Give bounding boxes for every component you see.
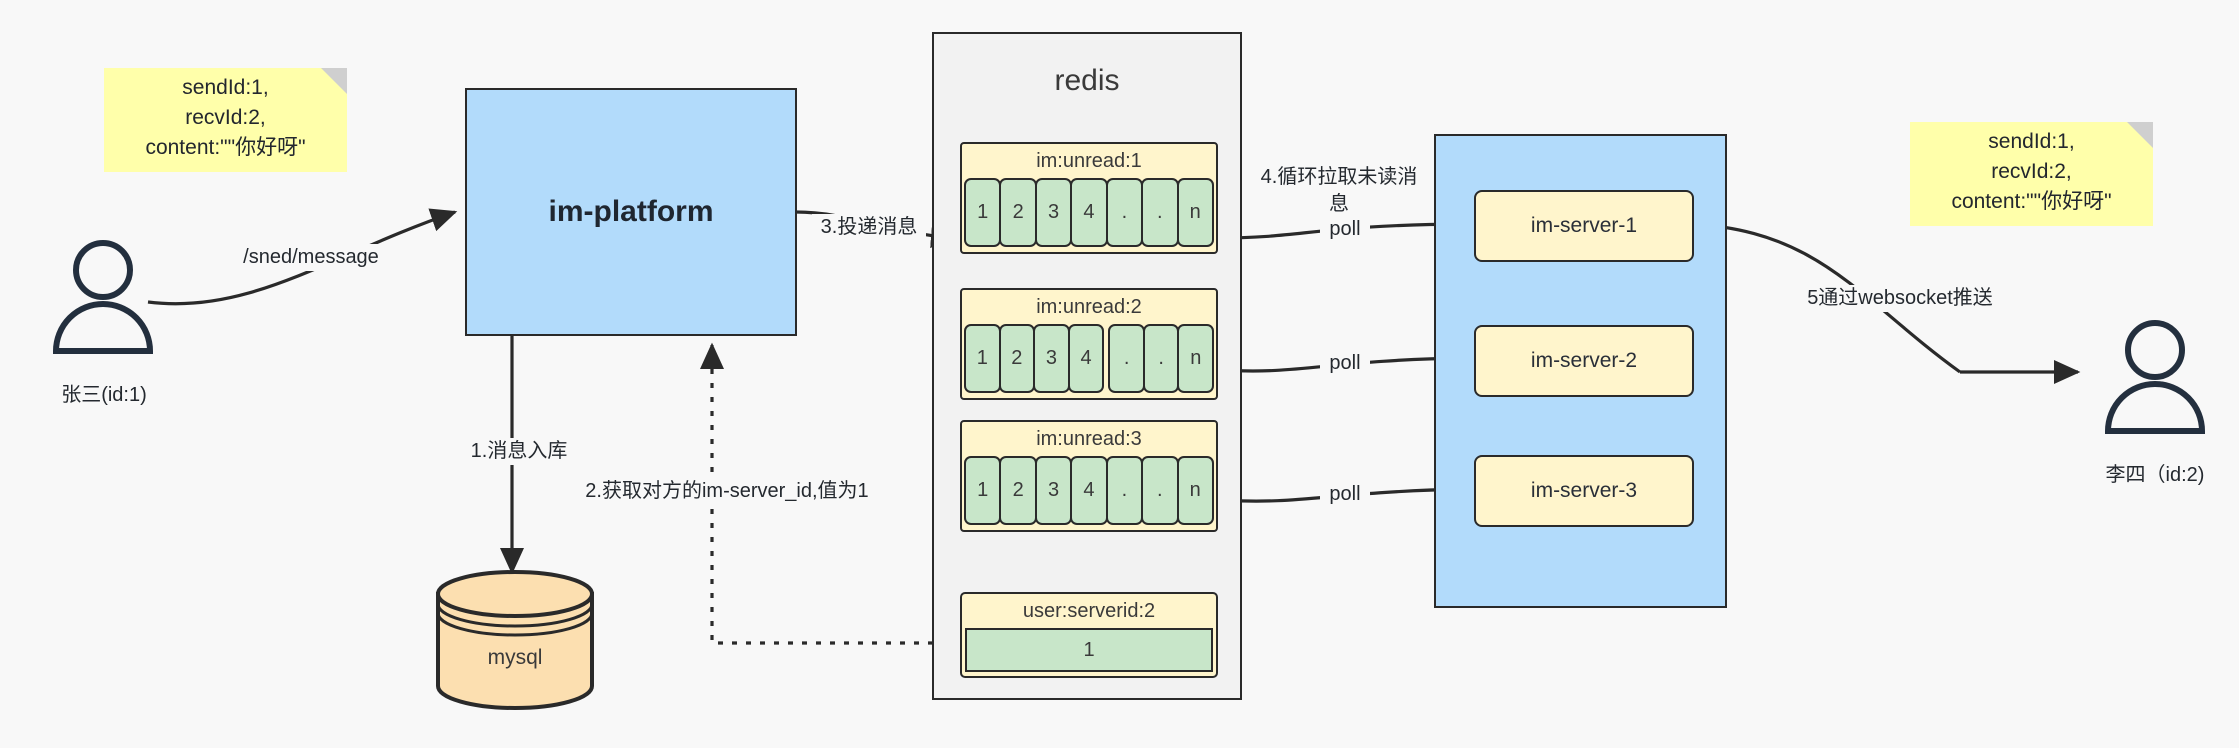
edge-label-step2: 2.获取对方的im-server_id,值为1: [575, 478, 879, 505]
note-fold-corner-icon: [2127, 122, 2153, 148]
queue-cell: 2: [999, 178, 1037, 247]
user-icon: [52, 240, 154, 354]
database-cylinder-icon: [436, 570, 594, 710]
queue-cell: n: [1176, 456, 1214, 525]
im-server-2-box[interactable]: im-server-2: [1474, 325, 1694, 397]
actor-receiver: [2090, 318, 2220, 468]
queue-cell: .: [1105, 456, 1144, 525]
edge-step2-dotted: [700, 342, 975, 645]
queue-cell: 2: [998, 324, 1036, 393]
actor-sender-label: 张三(id:1): [61, 384, 147, 406]
edge-poll-1: [1221, 212, 1468, 240]
edge-label-step4: 4.循环拉取未读消 息: [1252, 164, 1426, 218]
redis-title: redis: [1054, 64, 1120, 97]
sticky-note-right-text: sendId:1, recvId:2, content:""你好呀": [1951, 130, 2112, 213]
queue-cell: 3: [1034, 178, 1073, 247]
redis-queue-key-1: im:unread:1: [1036, 149, 1142, 172]
queue-cell: .: [1141, 456, 1179, 525]
im-server-3-box[interactable]: im-server-3: [1474, 455, 1694, 527]
edge-label-send-message: /sned/message: [234, 244, 388, 271]
sticky-note-right: sendId:1, recvId:2, content:""你好呀": [1910, 122, 2153, 226]
redis-queue-cells-3: 1 2 3 4 . . n: [964, 456, 1214, 525]
redis-kv-key: user:serverid:2: [1022, 599, 1156, 622]
note-fold-corner-icon: [321, 68, 347, 94]
edge-send-message: [147, 208, 458, 306]
queue-cell: .: [1105, 178, 1144, 247]
mysql-label: mysql: [487, 646, 543, 669]
redis-queue-key-3: im:unread:3: [1036, 427, 1142, 450]
queue-cell: n: [1177, 324, 1215, 393]
queue-cell: 2: [999, 456, 1037, 525]
edge-step5-websocket: [1689, 222, 1961, 374]
queue-cell: 4: [1070, 178, 1108, 247]
im-platform-box[interactable]: im-platform: [465, 88, 797, 336]
edge-label-step5: 5通过websocket推送: [1793, 285, 2007, 312]
queue-cell: 1: [964, 456, 1002, 525]
queue-cell: 4: [1070, 456, 1108, 525]
im-server-1-box[interactable]: im-server-1: [1474, 190, 1694, 262]
edge-label-step1: 1.消息入库: [452, 438, 586, 465]
queue-cell: .: [1142, 324, 1180, 393]
redis-kv-value: 1: [965, 628, 1213, 672]
queue-cell: .: [1141, 178, 1179, 247]
redis-queue-key-2: im:unread:2: [1036, 295, 1142, 318]
redis-kv-user-serverid[interactable]: user:serverid:2 1: [960, 592, 1218, 678]
queue-cell: 1: [964, 324, 1001, 393]
redis-queue-cells-1: 1 2 3 4 . . n: [964, 178, 1214, 247]
mysql-database[interactable]: mysql: [430, 570, 600, 710]
queue-cell: .: [1108, 324, 1145, 393]
queue-cell: 3: [1034, 456, 1073, 525]
im-platform-label: im-platform: [548, 195, 714, 228]
redis-queue-cells-2: 1 2 3 4 . . n: [964, 324, 1215, 393]
queue-cell: 3: [1033, 324, 1070, 393]
sticky-note-left: sendId:1, recvId:2, content:""你好呀": [104, 68, 347, 172]
sticky-note-left-text: sendId:1, recvId:2, content:""你好呀": [145, 76, 306, 159]
queue-cell: 4: [1067, 324, 1105, 393]
user-icon: [2104, 320, 2206, 434]
actor-receiver-label: 李四（id:2): [2105, 464, 2205, 486]
edge-label-poll-3: poll: [1320, 481, 1370, 508]
edge-label-step3: 3.投递消息: [812, 214, 926, 241]
queue-cell: n: [1176, 178, 1214, 247]
edge-label-poll-1: poll: [1320, 216, 1370, 243]
edge-label-poll-2: poll: [1320, 350, 1370, 377]
actor-sender: [38, 238, 168, 388]
redis-queue-im-unread-2[interactable]: im:unread:2 1 2 3 4 . . n: [960, 288, 1218, 400]
redis-queue-im-unread-3[interactable]: im:unread:3 1 2 3 4 . . n: [960, 420, 1218, 532]
queue-cell: 1: [964, 178, 1002, 247]
redis-queue-im-unread-1[interactable]: im:unread:1 1 2 3 4 . . n: [960, 142, 1218, 254]
